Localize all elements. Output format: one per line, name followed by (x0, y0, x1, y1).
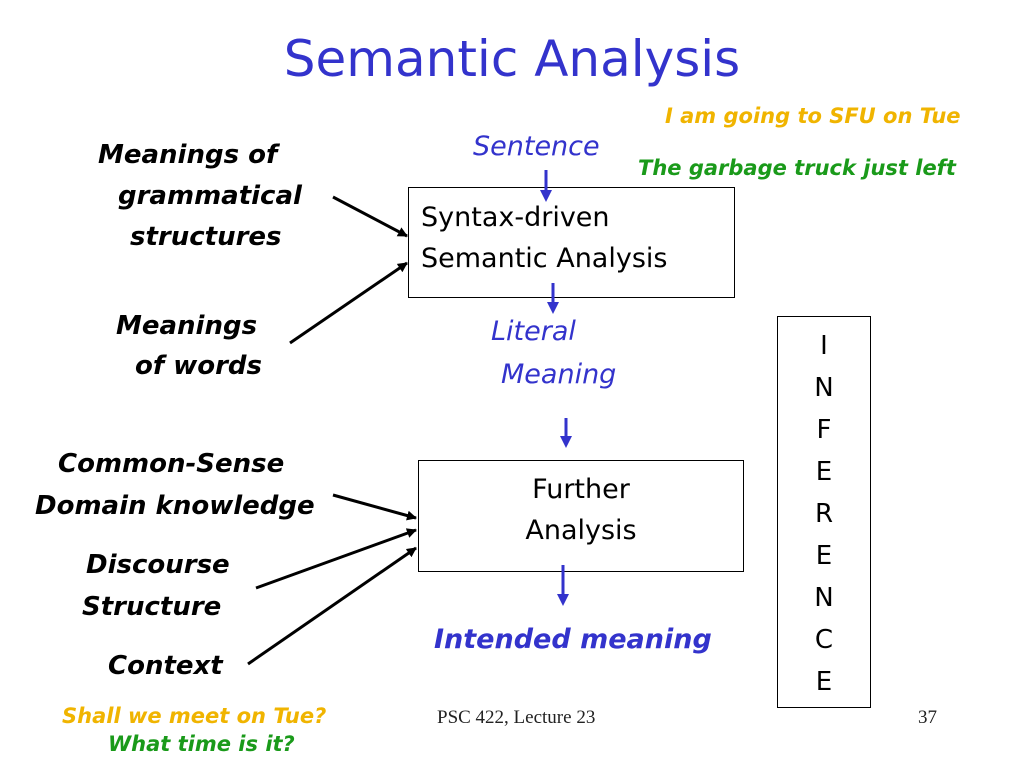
label-of-words: of words (135, 351, 263, 381)
arrow-grammatical-to-syntax (332, 195, 408, 238)
example-sentence-4: What time is it? (108, 732, 295, 756)
inference-letter: E (815, 457, 833, 487)
inference-letter: F (816, 415, 832, 445)
inference-letter: N (814, 373, 834, 403)
flow-sentence: Sentence (473, 131, 600, 162)
inference-box: I N F E R E N C E (777, 316, 871, 708)
flow-literal: Literal (491, 316, 576, 347)
label-context: Context (108, 651, 223, 681)
down-arrow-4 (557, 565, 569, 606)
syntax-driven-box: Syntax-driven Semantic Analysis (408, 187, 735, 298)
example-sentence-1: I am going to SFU on Tue (665, 104, 961, 128)
example-sentence-3: Shall we meet on Tue? (62, 704, 327, 728)
label-meanings-of: Meanings of (98, 140, 278, 170)
arrow-discourse-to-further (255, 528, 417, 590)
further-analysis-box: Further Analysis (418, 460, 744, 572)
inference-letter: R (814, 499, 834, 529)
flow-meaning: Meaning (501, 359, 617, 390)
arrow-context-to-further (247, 546, 417, 666)
label-structures: structures (130, 222, 282, 252)
inference-letter: E (815, 667, 833, 697)
inference-letter: E (815, 541, 833, 571)
label-meanings: Meanings (116, 311, 258, 341)
flow-intended-meaning: Intended meaning (434, 624, 712, 655)
inference-letter: N (814, 583, 834, 613)
further-box-line-1: Further (532, 474, 630, 505)
example-sentence-2: The garbage truck just left (638, 156, 956, 180)
syntax-box-line-2: Semantic Analysis (421, 243, 668, 274)
page-number: 37 (918, 707, 937, 728)
further-box-line-2: Analysis (525, 515, 637, 546)
footer-course: PSC 422, Lecture 23 (437, 707, 596, 728)
inference-letter: C (814, 625, 834, 655)
arrow-words-to-syntax (289, 261, 408, 345)
arrow-commonsense-to-further (332, 493, 417, 521)
label-structure: Structure (82, 592, 222, 622)
label-discourse: Discourse (86, 550, 230, 580)
label-grammatical: grammatical (118, 181, 302, 211)
slide-title: Semantic Analysis (283, 30, 741, 88)
down-arrow-3 (560, 418, 572, 448)
syntax-box-line-1: Syntax-driven (421, 202, 610, 233)
inference-letter: I (820, 331, 828, 361)
label-domain-knowledge: Domain knowledge (35, 491, 315, 521)
down-arrow-2 (547, 283, 559, 314)
label-common-sense: Common-Sense (58, 449, 285, 479)
down-arrow-1 (540, 170, 552, 202)
